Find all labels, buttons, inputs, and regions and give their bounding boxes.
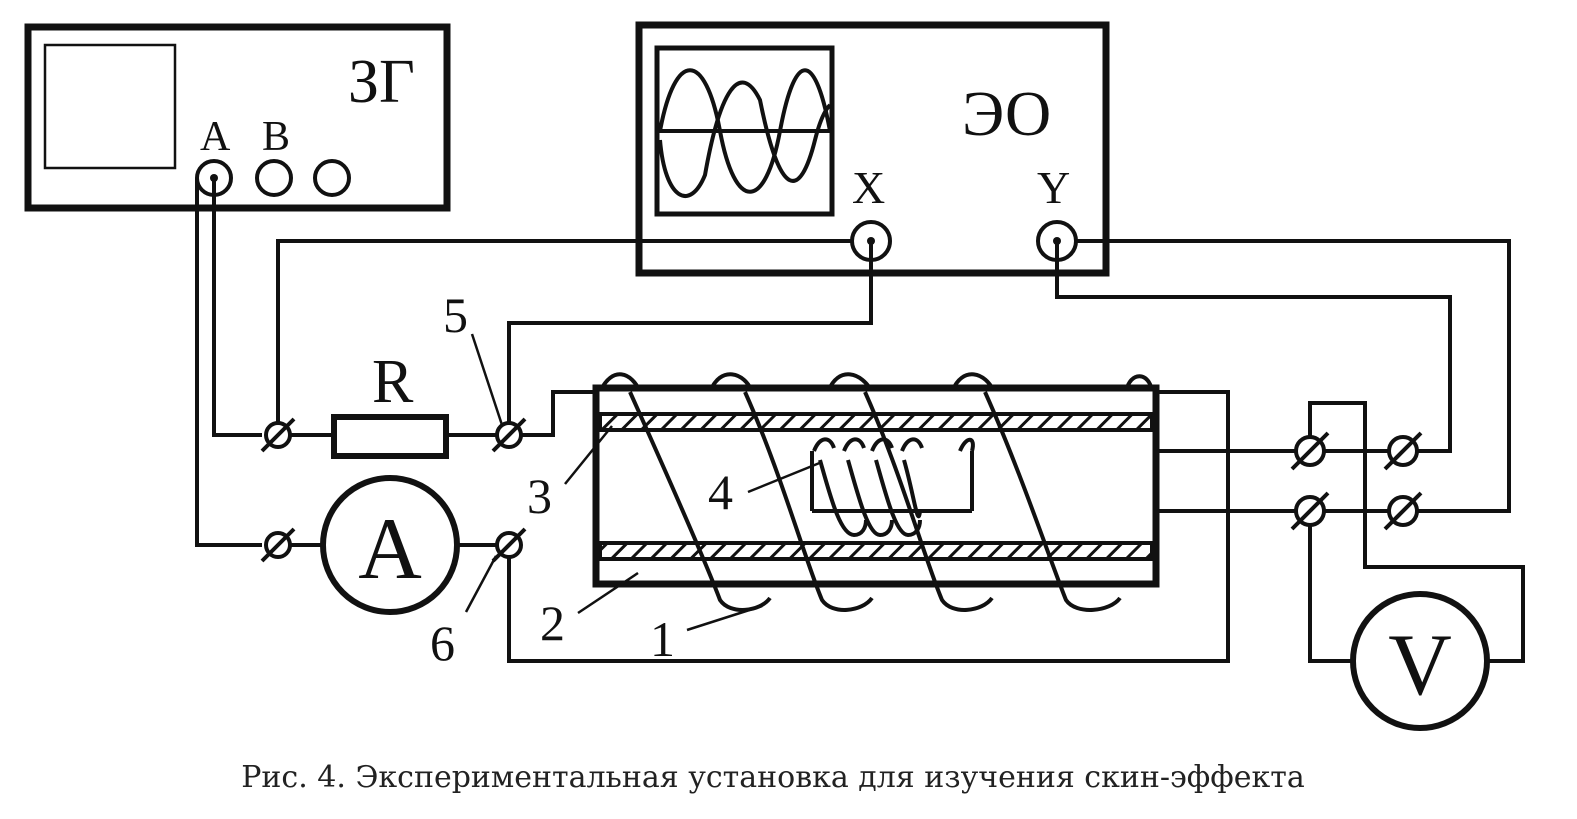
generator-output-a-label: А — [200, 114, 231, 160]
ammeter: A — [320, 475, 460, 615]
callout-4: 4 — [708, 464, 733, 520]
generator-terminal-b[interactable] — [255, 159, 293, 197]
callout-1: 1 — [650, 611, 675, 667]
terminals — [260, 417, 1423, 563]
generator-output-b-label: В — [262, 114, 290, 160]
callout-2: 2 — [540, 595, 565, 651]
terminal-r-left[interactable] — [260, 417, 296, 453]
solenoid-turn-4 — [983, 391, 1122, 612]
figure-caption: Рис. 4. Экспериментальная установка для … — [241, 760, 1305, 795]
terminal-pickup-top-right[interactable] — [1383, 431, 1423, 471]
solenoid-turn-3 — [863, 391, 994, 612]
resistor: R — [331, 348, 449, 459]
ammeter-label: A — [358, 501, 422, 598]
generator-display — [43, 43, 177, 170]
oscilloscope-input-y-label: Y — [1037, 162, 1070, 213]
callouts: 5 3 4 2 1 6 — [430, 287, 823, 671]
waveform-2 — [658, 80, 832, 198]
generator-label: ЗГ — [348, 48, 415, 116]
voltmeter-label: V — [1388, 617, 1452, 714]
callout-3: 3 — [527, 468, 552, 524]
sound-generator: ЗГ А В — [24, 23, 451, 212]
tube-wall-bottom — [598, 541, 1154, 561]
solenoid-turn-2 — [743, 391, 874, 612]
callout-6: 6 — [430, 615, 455, 671]
oscilloscope: ЭО X Y — [635, 21, 1110, 277]
resistor-label: R — [372, 348, 414, 416]
terminal-pickup-bottom-right[interactable] — [1383, 491, 1423, 531]
voltmeter: V — [1350, 591, 1490, 731]
terminal-ammeter-left[interactable] — [260, 527, 296, 563]
oscilloscope-input-x-label: X — [852, 162, 885, 213]
solenoid-assembly — [592, 372, 1160, 612]
generator-terminal-ground[interactable] — [313, 159, 351, 197]
terminal-pickup-bottom-left[interactable] — [1290, 491, 1330, 531]
waveform-1 — [658, 68, 832, 194]
callout-5: 5 — [443, 287, 468, 343]
terminal-pickup-top-left[interactable] — [1290, 431, 1330, 471]
oscilloscope-label: ЭО — [962, 78, 1051, 149]
terminal-5[interactable] — [491, 417, 527, 453]
pickup-coil — [810, 437, 975, 538]
terminal-6[interactable] — [491, 527, 527, 563]
